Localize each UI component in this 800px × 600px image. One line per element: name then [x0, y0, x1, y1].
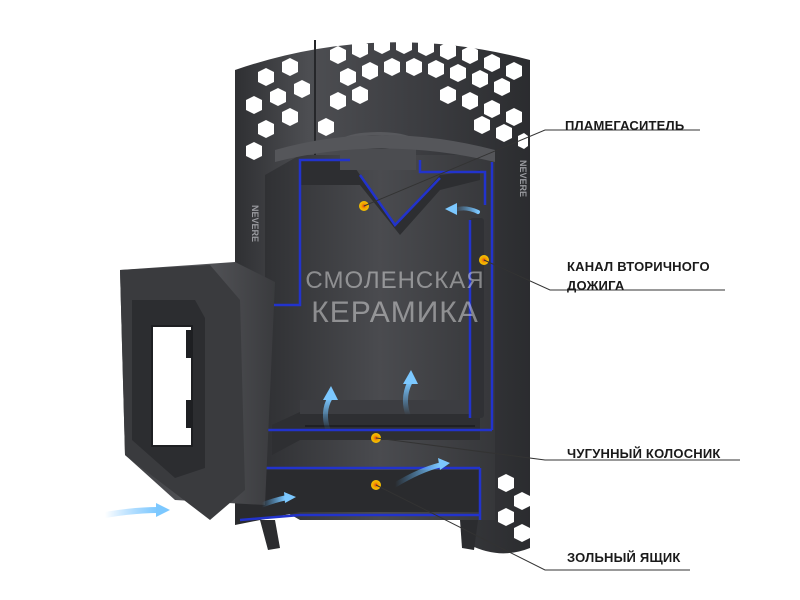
loading-door	[120, 262, 478, 550]
airflow-arrows	[102, 203, 480, 518]
firebox-cutaway	[235, 132, 495, 525]
airflow-arrow-head	[156, 503, 170, 517]
brand-engraving-right: NEVERE	[518, 160, 528, 197]
callout-label-flame-arrester: ПЛАМЕГАСИТЕЛЬ	[565, 118, 685, 133]
leader-lines	[363, 129, 740, 571]
callout-label-secondary-burn: КАНАЛ ВТОРИЧНОГО ДОЖИГА	[567, 257, 710, 295]
callout-label-secondary-burn-line1: КАНАЛ ВТОРИЧНОГО	[567, 259, 710, 274]
brand-engraving-left: NEVERE	[250, 205, 260, 242]
leader-line-flame-arrester	[363, 129, 700, 207]
callout-label-ash-box: ЗОЛЬНЫЙ ЯЩИК	[567, 550, 681, 565]
callout-label-grate: ЧУГУННЫЙ КОЛОСНИК	[567, 446, 721, 461]
door-window	[151, 325, 193, 447]
leader-line-ash-box	[375, 484, 690, 571]
hexagon-perforations	[246, 36, 530, 542]
airflow-arrow	[102, 507, 161, 518]
leader-line-grate	[375, 437, 740, 461]
leader-line-secondary-burn	[483, 259, 725, 291]
callout-label-secondary-burn-line2: ДОЖИГА	[567, 278, 625, 293]
